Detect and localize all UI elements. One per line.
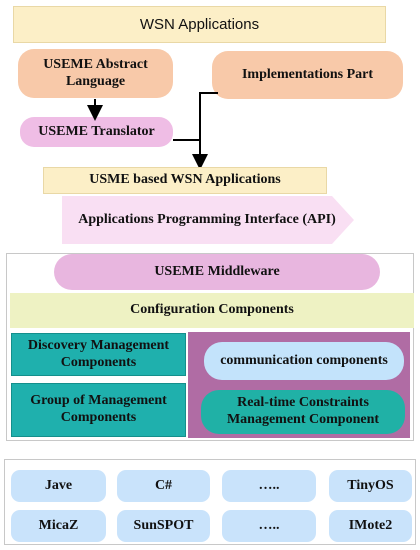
configuration-components-box: Configuration Components <box>10 293 414 328</box>
implementations-part-box: Implementations Part <box>212 51 403 99</box>
api-background-shape <box>62 196 354 244</box>
hardware-item: C# <box>117 470 210 502</box>
group-management-box: Group of Management Components <box>11 383 186 437</box>
hardware-item: IMote2 <box>329 510 412 542</box>
abstract-language-box: USEME Abstract Language <box>18 49 173 98</box>
hardware-item: TinyOS <box>329 470 412 502</box>
discovery-management-box: Discovery Management Components <box>11 333 186 376</box>
hardware-frame <box>4 459 416 545</box>
api-box: Applications Programming Interface (API) <box>78 211 336 227</box>
wsn-applications-box: WSN Applications <box>13 6 386 43</box>
hardware-item: ….. <box>222 470 316 502</box>
hardware-item: SunSPOT <box>117 510 210 542</box>
middleware-frame <box>6 253 414 441</box>
translator-box: USEME Translator <box>20 117 173 147</box>
usme-based-wsn-applications-box: USME based WSN Applications <box>43 167 327 194</box>
communication-components-box: communication components <box>204 342 404 380</box>
hardware-item: MicaZ <box>11 510 106 542</box>
arrow-impl-to-usme-apps <box>192 92 218 170</box>
middleware-box: USEME Middleware <box>54 254 380 290</box>
hardware-item: Jave <box>11 470 106 502</box>
hardware-item: ….. <box>222 510 316 542</box>
realtime-constraints-box: Real-time Constraints Management Compone… <box>201 390 405 434</box>
